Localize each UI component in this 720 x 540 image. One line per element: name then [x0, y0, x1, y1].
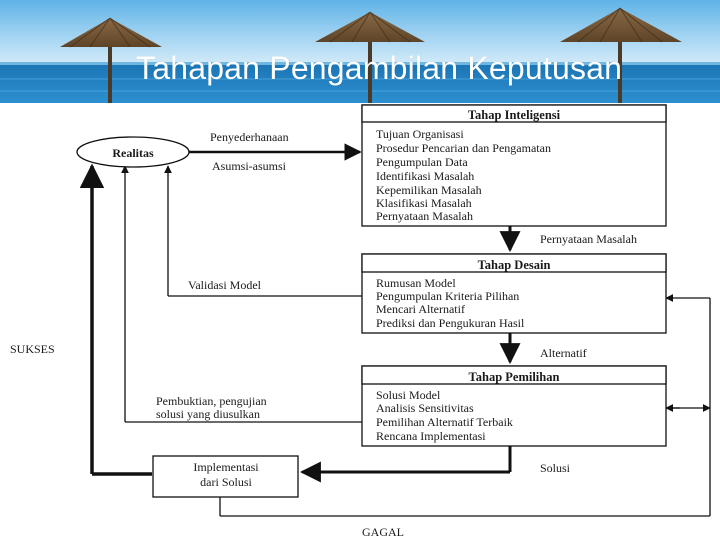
pembuktian-label-1: Pembuktian, pengujian [156, 394, 267, 408]
pemilihan-item: Solusi Model [376, 388, 441, 402]
desain-item: Pengumpulan Kriteria Pilihan [376, 289, 519, 303]
pemilihan-item: Rencana Implementasi [376, 429, 486, 443]
pembuktian-label-2: solusi yang diusulkan [156, 407, 260, 421]
realitas-label: Realitas [112, 146, 154, 160]
implementasi-label-1: Implementasi [193, 460, 259, 474]
pemilihan-item: Pemilihan Alternatif Terbaik [376, 415, 513, 429]
solusi-label: Solusi [540, 461, 571, 475]
pemilihan-header: Tahap Pemilihan [469, 370, 560, 384]
sukses-label: SUKSES [10, 342, 55, 356]
tahap-pemilihan-box: Tahap Pemilihan Solusi Model Analisis Se… [362, 366, 666, 446]
decision-process-diagram: Realitas Penyederhanaan Asumsi-asumsi Va… [0, 103, 720, 540]
desain-item: Rumusan Model [376, 276, 456, 290]
inteligensi-item: Kepemilikan Masalah [376, 183, 482, 197]
desain-item: Mencari Alternatif [376, 302, 465, 316]
inteligensi-item: Pengumpulan Data [376, 155, 468, 169]
asumsi-label: Asumsi-asumsi [212, 159, 287, 173]
pernyataan-masalah-label: Pernyataan Masalah [540, 232, 637, 246]
alternatif-label: Alternatif [540, 346, 587, 360]
desain-item: Prediksi dan Pengukuran Hasil [376, 316, 525, 330]
inteligensi-item: Pernyataan Masalah [376, 209, 473, 223]
beach-banner-image: Tahapan Pengambilan Keputusan [0, 0, 720, 103]
tahap-inteligensi-box: Tahap Inteligensi Tujuan Organisasi Pros… [362, 105, 666, 226]
inteligensi-item: Klasifikasi Masalah [376, 196, 472, 210]
inteligensi-header: Tahap Inteligensi [468, 108, 561, 122]
inteligensi-item: Identifikasi Masalah [376, 169, 474, 183]
desain-header: Tahap Desain [478, 258, 551, 272]
inteligensi-item: Tujuan Organisasi [376, 127, 464, 141]
implementasi-label-2: dari Solusi [200, 475, 252, 489]
tahap-desain-box: Tahap Desain Rumusan Model Pengumpulan K… [362, 254, 666, 333]
validasi-label: Validasi Model [188, 278, 262, 292]
inteligensi-item: Prosedur Pencarian dan Pengamatan [376, 141, 551, 155]
slide-title: Tahapan Pengambilan Keputusan [136, 50, 622, 87]
pemilihan-item: Analisis Sensitivitas [376, 401, 474, 415]
gagal-label: GAGAL [362, 525, 404, 539]
penyederhanaan-label: Penyederhanaan [210, 130, 289, 144]
implementasi-box: Implementasi dari Solusi [153, 456, 298, 497]
